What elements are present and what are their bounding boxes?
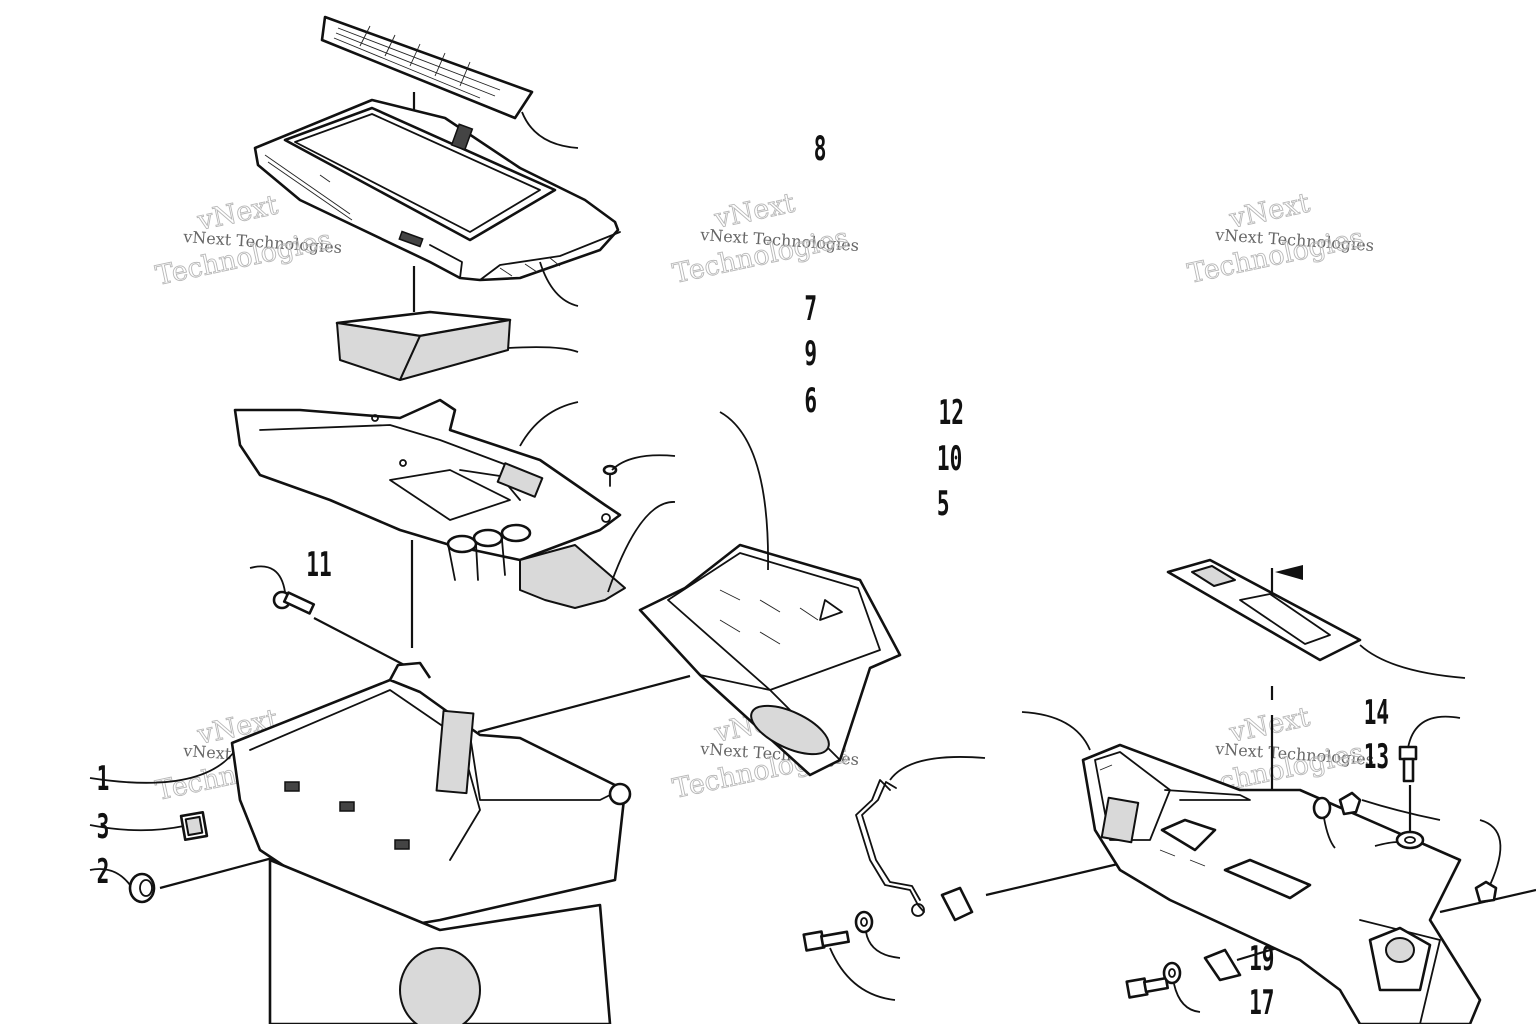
callout-5: 5 (937, 484, 950, 524)
callout-9: 9 (804, 334, 817, 374)
part-8-decal-label (320, 15, 534, 120)
part-20-nut-top (1312, 791, 1362, 820)
part-5-foam-strip (519, 544, 626, 609)
part-15-gasket (1166, 558, 1362, 662)
callout-19-left: 19 (1249, 939, 1274, 979)
part-19-washer-right (1395, 830, 1425, 850)
callout-2: 2 (97, 852, 110, 892)
callout-12: 12 (939, 393, 964, 433)
watermark-center-top: vNext vNext Technologies Technologies (670, 187, 860, 290)
part-6-airbox-base (233, 398, 622, 581)
callout-3: 3 (97, 807, 110, 847)
part-6-outlet-tubes (446, 523, 532, 581)
callout-6: 6 (804, 381, 817, 421)
part-9-air-filter (335, 310, 512, 381)
part-17-bolt-right (1125, 976, 1170, 999)
part-20-nut-bottom (1474, 880, 1498, 904)
callout-labels: 8 7 9 6 10 5 12 11 1 3 2 13 14 15 18 20 … (97, 129, 1389, 1023)
callout-13: 13 (1364, 737, 1389, 777)
callout-10: 10 (937, 439, 962, 479)
part-11-bolt (272, 590, 316, 615)
callout-11: 11 (306, 545, 331, 585)
part-3-decal (179, 810, 209, 842)
leader-lines (89, 111, 1502, 1013)
callout-14: 14 (1364, 693, 1389, 733)
part-2-grommet (128, 872, 156, 904)
part-18-bolt (1398, 745, 1418, 783)
callout-7: 7 (804, 289, 817, 329)
part-13-rod (855, 779, 974, 922)
part-17-bolt (802, 930, 850, 952)
callout-17: 17 (1249, 983, 1274, 1023)
part-14-lower-duct (1081, 743, 1482, 1024)
watermark-right-top: vNext vNext Technologies Technologies (1185, 187, 1375, 290)
callout-1: 1 (97, 759, 110, 799)
part-1-air-duct (230, 661, 632, 1024)
part-12-intake-housing (638, 543, 902, 777)
part-19-washer-bottom (1162, 948, 1242, 985)
callout-8: 8 (814, 129, 827, 169)
part-7-airbox-cover (253, 98, 621, 282)
part-19-washer-left (854, 910, 874, 934)
